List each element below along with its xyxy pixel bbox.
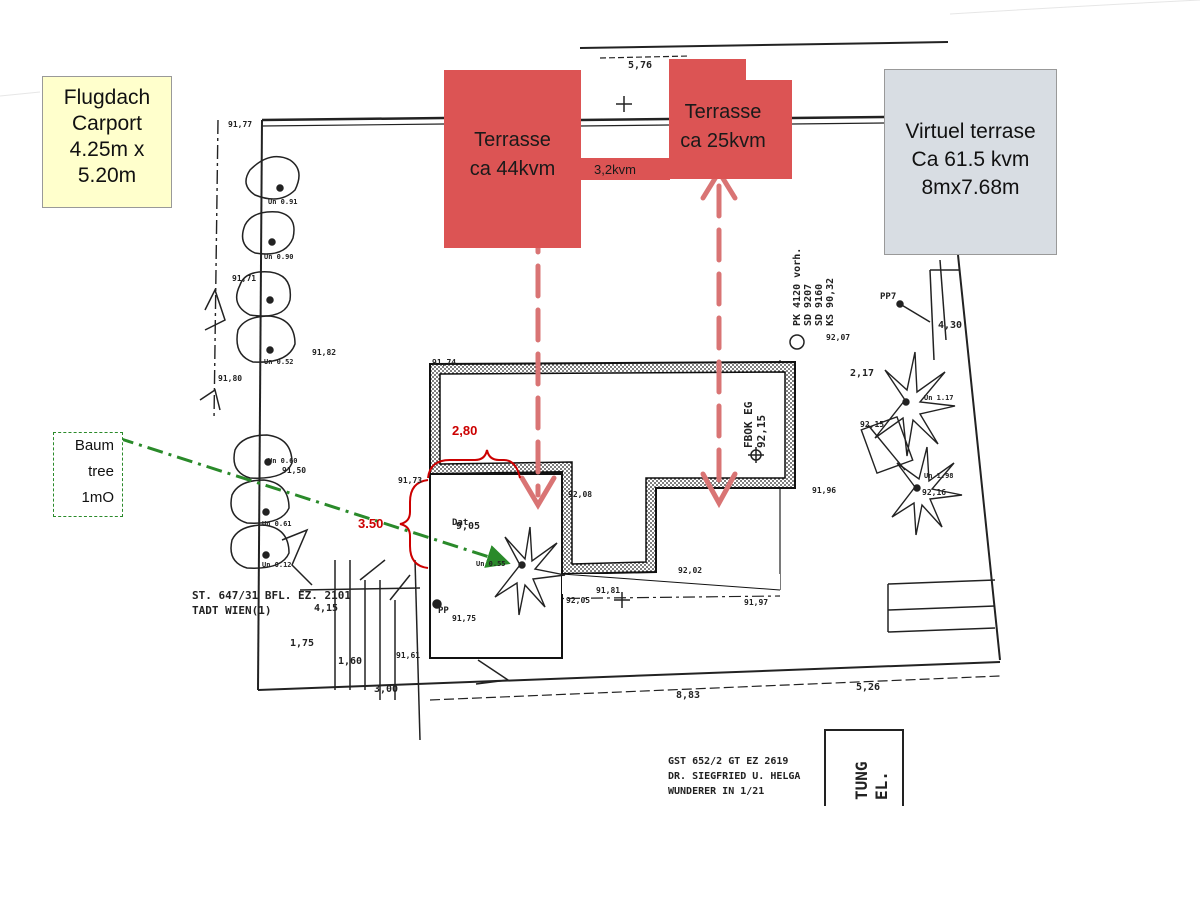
- tree-code-label: Un 0.55: [476, 560, 506, 568]
- plot-bottom-line-2: DR. SIEGFRIED U. HELGA: [668, 771, 801, 782]
- terrasse-25-title: Terrasse: [684, 101, 762, 123]
- pk-label: PK 4120 vorh. SD 9207 SD 9160 KS 90,32: [792, 248, 836, 326]
- virtuel-line-1: Virtuel terrase: [905, 120, 1036, 143]
- tung-box: [824, 729, 904, 806]
- elevation-label: 91,71: [232, 274, 257, 283]
- baum-line-2: tree: [88, 463, 114, 480]
- elevation-label: 92,05: [566, 596, 591, 605]
- tree-code-label: Un 1.98: [924, 472, 954, 480]
- fbok-line-1: FBOK EG: [742, 401, 755, 448]
- terrasse-44-size: ca 44kvm: [469, 158, 556, 180]
- virtuel-terrase-note: Virtuel terrase Ca 61.5 kvm 8mx7.68m: [884, 69, 1057, 255]
- elevation-label: 91,73: [398, 476, 423, 485]
- elevation-label: 91,82: [312, 348, 337, 357]
- star-trees: [494, 351, 963, 616]
- carport-line-3: 4.25m x: [69, 138, 145, 161]
- virtuel-line-2: Ca 61.5 kvm: [911, 148, 1030, 171]
- elevation-label: 91,97: [744, 598, 769, 607]
- baum-indicator-line: [117, 436, 511, 568]
- pk-line-4: KS 90,32: [825, 277, 836, 326]
- dimension-braces: [399, 449, 521, 569]
- elevation-label: 91,75: [452, 614, 477, 623]
- tree-code-label: Un 0.52: [264, 358, 294, 366]
- plot-left-label: ST. 647/31 BFL. EZ. 2101 TADT WIEN(1): [192, 588, 351, 618]
- marker-label: PP7: [880, 292, 897, 302]
- plot-bottom-line-3: WUNDERER IN 1/21: [668, 786, 765, 797]
- tung-label: TUNG EL.: [852, 761, 892, 800]
- building-outline: [429, 360, 796, 659]
- offset-label: 1,75: [290, 638, 315, 649]
- terrasse-bridge-area: [580, 158, 670, 180]
- plot-bottom-line-1: GST 652/2 GT EZ 2619: [668, 756, 789, 767]
- tree-code-label: Un 0.12: [262, 561, 292, 569]
- elevation-label: 91,61: [396, 651, 421, 660]
- elevation-label: 91,74: [432, 358, 457, 367]
- terrasse-44-label: Terrasse ca 44kvm: [444, 126, 581, 184]
- terrasse-25-label: Terrasse ca 25kvm: [665, 98, 781, 156]
- width-dimension-label: 2,80: [452, 423, 478, 438]
- survey-marks: [199, 96, 931, 685]
- carport-line-4: 5.20m: [77, 164, 137, 187]
- baum-line-1: Baum: [74, 437, 114, 454]
- offset-label: 1,60: [338, 656, 363, 667]
- tree-code-label: Un 1.17: [924, 394, 954, 402]
- offset-label: 8,83: [676, 690, 701, 701]
- pk-line-3: SD 9160: [814, 283, 825, 326]
- terrasse-44-title: Terrasse: [474, 129, 551, 151]
- carport-note: Flugdach Carport 4.25m x 5.20m: [42, 76, 172, 208]
- marker-label: PP: [438, 606, 449, 616]
- tree-code-label: Un 0.91: [268, 198, 298, 206]
- offset-label: 5,26: [856, 682, 881, 693]
- carport-line-2: Carport: [71, 112, 143, 135]
- offset-label: 4,15: [314, 603, 339, 614]
- elevation-label: 92,08: [568, 490, 593, 499]
- tree-code-label: Un 0.90: [264, 253, 294, 261]
- tree-code-label: Un 0.61: [262, 520, 292, 528]
- plot-left-line-1: ST. 647/31 BFL. EZ. 2101: [192, 589, 351, 602]
- offset-label: 2,17: [850, 368, 875, 379]
- offset-label: 9,05: [456, 521, 481, 532]
- offset-label: 3,00: [374, 684, 399, 695]
- elevation-label: 92,15: [860, 420, 885, 429]
- terrasse-25-size: ca 25kvm: [680, 130, 766, 152]
- height-dimension-label: 3.50: [358, 516, 384, 531]
- elevation-label: 91,80: [218, 374, 243, 383]
- elevation-label: 92,16: [922, 488, 947, 497]
- baum-note: Baum tree 1mO: [53, 432, 123, 517]
- elevation-label: 91,50: [282, 466, 307, 475]
- baum-line-3: 1mO: [81, 489, 114, 506]
- marker-label: Dat: [452, 518, 469, 528]
- offset-label: 5,76: [628, 60, 653, 71]
- elevation-label: 92,07: [826, 333, 851, 342]
- terrasse-25-area: [669, 59, 746, 179]
- virtuel-line-3: 8mx7.68m: [921, 176, 1020, 199]
- elevation-label: 91,96: [812, 486, 837, 495]
- plot-left-line-2: TADT WIEN(1): [192, 604, 272, 617]
- tree-code-label: Un 0.60: [268, 457, 298, 465]
- elevation-label: 91,77: [228, 120, 253, 129]
- tung-line-2: EL.: [872, 771, 891, 800]
- elevation-label: 91,81: [596, 586, 621, 595]
- plot-boundary: [213, 41, 1001, 741]
- plot-bottom-label: GST 652/2 GT EZ 2619 DR. SIEGFRIED U. HE…: [668, 754, 800, 799]
- terrasse-25-area-extension: [746, 80, 792, 179]
- stairs: [334, 559, 411, 700]
- elevation-label: 92,02: [678, 566, 703, 575]
- fbok-label: FBOK EG 92,15: [742, 402, 768, 448]
- carport-line-1: Flugdach: [63, 86, 151, 109]
- bridge-size-label: 3,2kvm: [594, 162, 636, 177]
- pk-line-1: PK 4120 vorh.: [792, 247, 803, 326]
- tung-line-1: TUNG: [852, 761, 871, 800]
- offset-label: 4,30: [938, 320, 963, 331]
- fbok-line-2: 92,15: [755, 414, 768, 448]
- pk-line-2: SD 9207: [803, 283, 814, 326]
- terrasse-44-area: [444, 70, 581, 248]
